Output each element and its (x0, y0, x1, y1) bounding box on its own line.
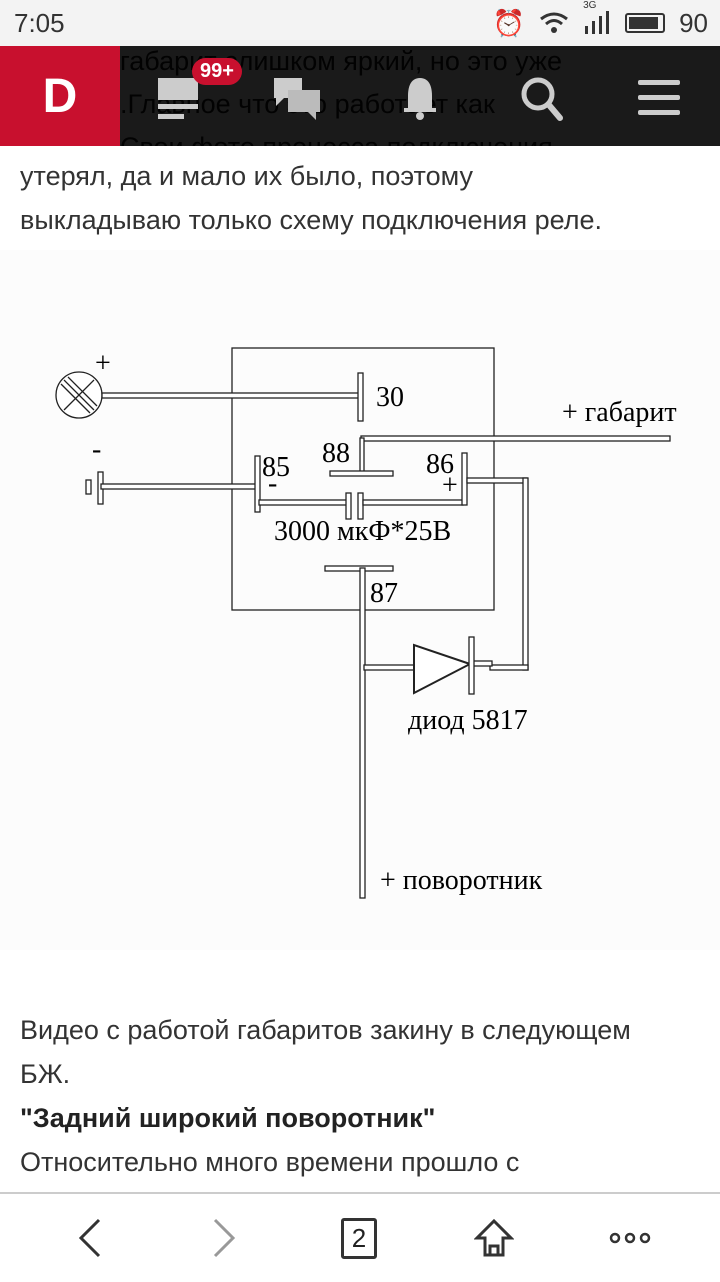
pin-88 (329, 470, 394, 477)
home-button[interactable] (464, 1208, 524, 1268)
pin-85-label: 85 (262, 452, 290, 483)
wire-87-turn (359, 567, 366, 899)
pin-87-label: 87 (370, 578, 398, 609)
section-heading: "Задний широкий поворотник" (20, 1103, 436, 1133)
messages-icon[interactable] (274, 74, 322, 122)
feed-icon[interactable] (156, 74, 204, 122)
wire-lamp-30 (101, 392, 360, 399)
logo-button[interactable]: D (0, 46, 120, 146)
relay-wiring-diagram[interactable]: + - 30 88 85 86 - + 3000 мкФ*25В 87 + га… (0, 250, 720, 950)
clock: 7:05 (14, 7, 65, 38)
wire-88-gabarit (360, 435, 671, 442)
forward-button[interactable] (194, 1208, 254, 1268)
pin-85-minus: - (268, 468, 277, 499)
more-button[interactable] (600, 1208, 660, 1268)
more-icon (609, 1232, 651, 1244)
back-button[interactable] (60, 1208, 120, 1268)
search-icon[interactable] (518, 74, 566, 122)
battery-level: 90 (679, 7, 708, 38)
pin-86-label: 86 (426, 449, 454, 480)
article-paragraph: утерял, да и мало их было, поэтому выкла… (20, 161, 603, 235)
notification-badge: 99+ (192, 58, 242, 85)
turn-signal-label: + поворотник (380, 865, 543, 896)
lamp-plus-label: + (95, 348, 111, 379)
browser-bottom-bar: 2 (0, 1192, 720, 1282)
pin-88-label: 88 (322, 438, 350, 469)
home-icon (474, 1218, 514, 1257)
bell-icon[interactable] (396, 74, 444, 122)
alarm-icon: ⏰ (492, 7, 526, 38)
diode-symbol (413, 643, 473, 695)
article-paragraph-2: Видео с работой габаритов закину в следу… (20, 1015, 631, 1177)
pin-30 (357, 372, 364, 422)
tabs-count: 2 (340, 1217, 378, 1259)
capacitor-label: 3000 мкФ*25В (274, 516, 451, 547)
pin-86-plus: + (442, 470, 458, 501)
tabs-button[interactable]: 2 (329, 1208, 389, 1268)
app-header: габарит слишком яркий, но это уже .Главн… (0, 46, 720, 146)
menu-icon[interactable] (636, 74, 684, 122)
chevron-left-icon (78, 1218, 101, 1258)
status-bar: 7:05 ⏰ 3G 90 (0, 0, 720, 46)
gabarit-label: + габарит (562, 397, 677, 428)
wifi-icon (540, 12, 568, 33)
diode-label: диод 5817 (408, 705, 528, 736)
pin-87 (324, 565, 394, 572)
signal-icon: 3G (583, 0, 611, 37)
capacitor-plate-left (345, 492, 352, 520)
chevron-right-icon (213, 1218, 236, 1258)
capacitor-plate-right (357, 492, 364, 520)
pin-30-label: 30 (376, 382, 404, 413)
wire-86-diode (466, 477, 528, 484)
pin-85 (254, 455, 261, 513)
ground-minus-label: - (92, 434, 101, 465)
pin-86 (461, 452, 468, 506)
wire-ground-85 (100, 483, 257, 490)
battery-icon (625, 13, 666, 33)
